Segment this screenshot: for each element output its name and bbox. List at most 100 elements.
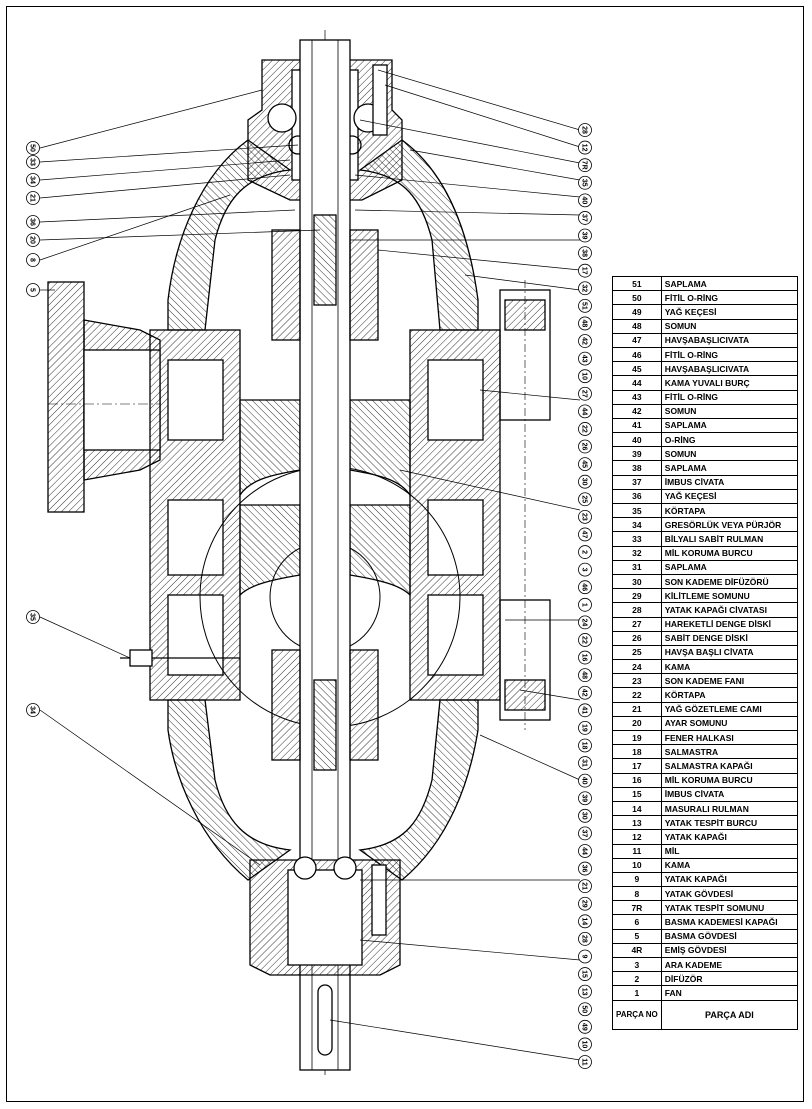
svg-text:30: 30 (581, 812, 588, 820)
svg-text:3: 3 (581, 568, 588, 572)
svg-text:34: 34 (29, 176, 36, 184)
part-number: 24 (612, 659, 662, 675)
balloon-20: 20 (26, 233, 40, 247)
svg-text:21: 21 (29, 194, 36, 202)
part-name: SAPLAMA (660, 275, 799, 292)
part-name: YAĞ KEÇESİ (660, 488, 799, 505)
part-name: SABİT DENGE DİSKİ (660, 630, 799, 646)
balloon-24: 24 (578, 615, 592, 630)
part-name: AYAR SOMUNU (660, 715, 799, 732)
svg-text:37: 37 (581, 214, 588, 222)
part-name: MASURALI RULMAN (660, 800, 799, 817)
balloon-41: 41 (578, 703, 592, 718)
balloon-44: 44 (578, 844, 592, 858)
part-number: 40 (612, 432, 662, 448)
svg-text:42: 42 (581, 689, 588, 697)
part-name: SON KADEME DİFÜZÖRÜ (660, 573, 799, 590)
part-number: 18 (612, 744, 662, 760)
svg-text:47: 47 (581, 531, 588, 539)
balloon-30: 30 (578, 474, 592, 489)
part-number: 22 (612, 687, 662, 703)
balloon-51: 51 (578, 298, 592, 313)
part-number: 1 (612, 985, 662, 1001)
part-name: HAVŞABAŞLICIVATA (660, 332, 799, 348)
svg-text:36: 36 (29, 218, 36, 226)
part-name: HAVŞA BAŞLI CİVATA (660, 644, 799, 661)
part-number: 13 (612, 815, 662, 831)
svg-text:48: 48 (581, 320, 588, 328)
svg-text:51: 51 (581, 302, 588, 310)
balloon-14: 14 (578, 914, 592, 929)
svg-text:40: 40 (581, 196, 588, 204)
part-name: HAVŞABAŞLICIVATA (660, 361, 799, 377)
part-number: 3 (612, 956, 662, 973)
part-name: MİL (660, 843, 799, 859)
svg-text:8: 8 (29, 258, 36, 262)
svg-text:12: 12 (581, 144, 588, 152)
part-number: 31 (612, 559, 662, 575)
balloon-3: 3 (578, 562, 592, 577)
part-name: KÖRTAPA (660, 687, 799, 703)
svg-text:14: 14 (581, 917, 588, 925)
balloon-38: 38 (578, 246, 592, 260)
part-name: DİFÜZÖR (660, 971, 799, 987)
part-name: FİTİL O-RİNG (660, 389, 799, 405)
part-number: 21 (612, 701, 662, 717)
balloon-29: 29 (578, 896, 592, 911)
part-number: 32 (612, 545, 662, 561)
svg-text:42: 42 (581, 337, 588, 345)
part-number: 47 (612, 332, 662, 348)
part-number: 43 (612, 389, 662, 405)
part-name: BİLYALI SABİT RULMAN (660, 531, 799, 547)
part-number: 23 (612, 673, 662, 689)
drawing-frame (6, 6, 804, 1102)
part-name: FAN (660, 985, 799, 1001)
svg-text:13: 13 (581, 988, 588, 996)
balloon-31: 31 (578, 756, 592, 770)
balloon-32: 32 (578, 281, 592, 296)
part-name: MİL KORUMA BURCU (660, 772, 799, 788)
part-number: 10 (612, 857, 662, 873)
svg-text:10: 10 (581, 372, 588, 380)
part-name: SAPLAMA (660, 559, 799, 575)
svg-text:21: 21 (581, 882, 588, 890)
balloon-10: 10 (578, 369, 592, 384)
balloon-46: 46 (578, 580, 592, 595)
balloon-22: 22 (578, 422, 592, 436)
balloon-34: 34 (26, 703, 40, 717)
part-number: 9 (612, 871, 662, 888)
balloon-26: 26 (578, 439, 592, 454)
svg-text:49: 49 (581, 1023, 588, 1031)
balloon-45: 45 (578, 457, 592, 472)
part-number: 46 (612, 346, 662, 363)
svg-text:34: 34 (29, 706, 36, 714)
svg-text:5: 5 (29, 288, 36, 292)
svg-text:28: 28 (581, 935, 588, 943)
svg-text:44: 44 (581, 407, 588, 415)
balloon-21: 21 (26, 191, 40, 205)
svg-text:25: 25 (581, 495, 588, 503)
